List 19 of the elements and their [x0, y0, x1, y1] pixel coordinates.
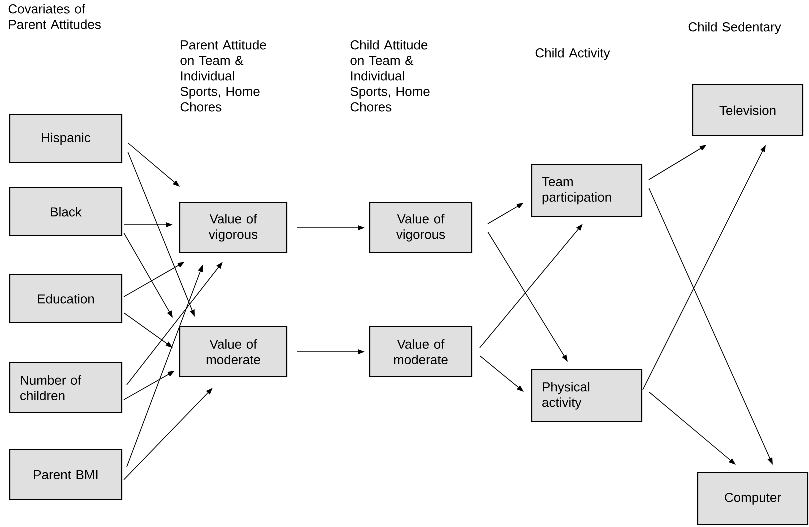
- column-heading: Child Activity: [536, 48, 610, 60]
- column-heading: Covariates of Parent Attitudes: [8, 4, 101, 30]
- node-box: Number of children: [9, 362, 123, 414]
- node-box: Value of vigorous: [369, 202, 473, 254]
- node-box: Black: [9, 187, 123, 237]
- column-heading: Child Sedentary: [688, 22, 782, 34]
- node-box: Team participation: [531, 164, 643, 218]
- node-box: Computer: [697, 472, 809, 526]
- node-box: Education: [9, 274, 123, 324]
- node-box: Value of moderate: [369, 326, 473, 378]
- node-box: Value of moderate: [179, 326, 288, 378]
- column-heading: Parent Attitude on Team & Individual Sports, Home Chores: [180, 40, 266, 112]
- node-box: Parent BMI: [9, 449, 123, 501]
- node-box: Physical activity: [531, 369, 643, 423]
- arrow: [124, 388, 213, 480]
- node-box: Hispanic: [9, 114, 123, 164]
- column-heading: Child Attitude on Team & Individual Sports, Home Chores: [350, 40, 430, 112]
- node-box: Value of vigorous: [179, 202, 288, 254]
- node-box: Television: [692, 84, 804, 137]
